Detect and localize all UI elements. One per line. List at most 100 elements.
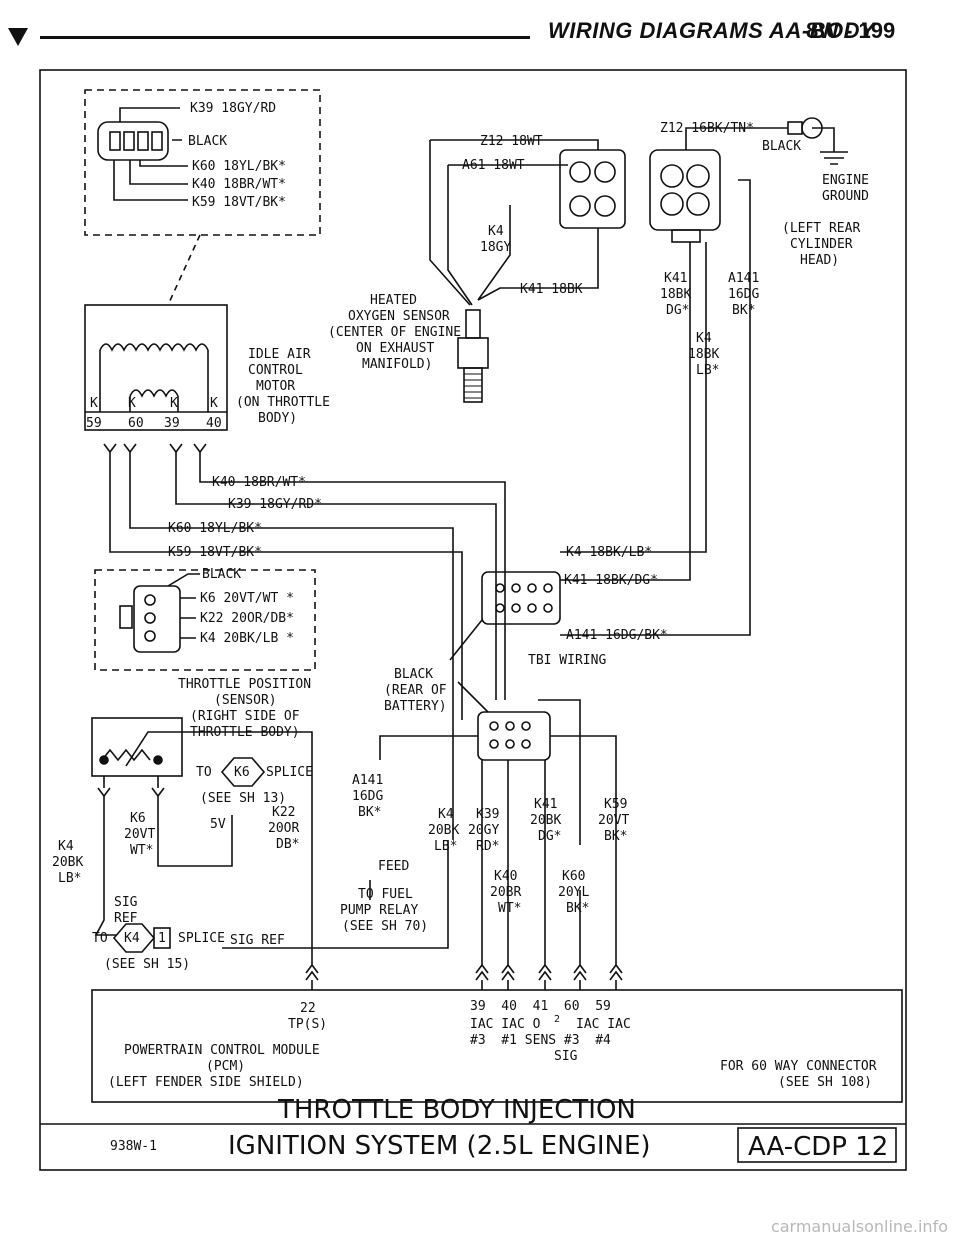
label-k40-top: K40 18BR/WT* [192,177,286,192]
mid-connector-pin [543,583,553,593]
iac-motor-coil-icon [99,343,209,352]
label-tps-3: (RIGHT SIDE OF [190,709,300,724]
connector-note-2: (SEE SH 108) [778,1075,872,1090]
header-rule [40,36,530,39]
connector-note-1: FOR 60 WAY CONNECTOR [720,1059,877,1074]
label-tps-k4: K4 20BK/LB * [200,631,294,646]
label-k4l-1: K4 [58,839,74,854]
connector-chevrons [103,443,207,454]
label-iac-2: CONTROL [248,363,303,378]
label-heated-1: HEATED [370,293,417,308]
label-engine-ground-2: GROUND [822,189,869,204]
black-connector-latch [671,229,701,243]
tps-chevrons [97,787,165,798]
label-k22-1: K22 [272,805,295,820]
wire-k6 [157,796,233,867]
label-a141b-2: 16DG [352,789,383,804]
label-k6-2: 20VT [124,827,155,842]
tps-symbol-box [91,717,183,777]
label-a141-1: A141 [728,271,759,286]
label-c-k60-1: K60 [562,869,585,884]
splice-k6-icon [220,757,266,787]
label-fuel-2: PUMP RELAY [340,903,418,918]
label-c-k40-1: K40 [494,869,517,884]
label-c-k41-1: K41 [534,797,557,812]
label-heated-5: MANIFOLD) [362,357,432,372]
tbi-connector-pin [521,721,531,731]
pcm-pin-drops [311,980,617,990]
pcm-label-2: (PCM) [206,1059,245,1074]
label-c-k41-2: 20BK [530,813,561,828]
iac-motor-coil2-icon [129,389,179,398]
wire-k4-tps [94,796,116,936]
label-k59-top: K59 18VT/BK* [192,195,286,210]
label-c-k39-2: 20GY [468,823,499,838]
label-c-k60-3: BK* [566,901,589,916]
page-number: 8W - 199 [806,18,896,43]
tps-connector-box [94,569,316,671]
mid-connector-pin [495,583,505,593]
pcm-sig: SIG [554,1049,578,1064]
wiring-diagram: K39 18GY/RD BLACK K60 18YL/BK* K40 18BR/… [39,69,907,1171]
label-tbi-wiring: TBI WIRING [528,653,606,668]
label-c-k40-3: WT* [498,901,521,916]
pin-k39-a: K [170,396,178,411]
label-k60-top: K60 18YL/BK* [192,159,286,174]
wire-k4-right [560,242,707,553]
label-k22-3: DB* [276,837,299,852]
ring-terminal-crimp [787,121,803,135]
page-title: WIRING DIAGRAMS AA-BODY [548,18,876,43]
mid-connector-pin [511,603,521,613]
diagram-code: 938W-1 [110,1139,157,1154]
diagram-title-1: THROTTLE BODY INJECTION [277,1095,636,1125]
label-k6-1: K6 [130,811,146,826]
diagram-frame [39,69,907,1171]
label-k41-1: K41 [664,271,687,286]
label-fuel-1: TO FUEL [358,887,413,902]
label-c-k41-3: DG* [538,829,561,844]
label-heated-3: (CENTER OF ENGINE [328,325,461,340]
label-to-k4: TO [92,931,108,946]
pcm-iac-row: IAC IAC O [470,1017,541,1032]
o2-connector-pin [594,195,616,217]
wire-label-k40: K40 18BR/WT* [212,475,306,490]
label-k39-top: K39 18GY/RD [190,101,276,116]
wire-tbi-drops [481,760,617,965]
black-rear-lead [457,681,489,713]
pcm-connector-chevrons [305,963,623,981]
label-heated-2: OXYGEN SENSOR [348,309,450,324]
tbi-connector-pin [489,721,499,731]
tps-connector-pin [144,630,156,642]
label-black-rear-1: BLACK [394,667,433,682]
label-c-k4-2: 20BK [428,823,459,838]
tps-potentiometer-icon [101,731,160,767]
mid-connector-pin [543,603,553,613]
iac-connector-body [97,121,169,161]
o2-sensor-thread [463,367,483,403]
label-k4l-3: LB* [58,871,81,886]
o2-sensor-thread-icon [464,373,482,399]
label-a141b-3: BK* [358,805,381,820]
wire-label-k60: K60 18YL/BK* [168,521,262,536]
black-connector-body [649,149,721,231]
label-k4-lb-1: K4 [696,331,712,346]
wire-k4-gy [477,205,511,301]
label-black-top: BLACK [188,134,227,149]
iac-connector-pin [137,131,149,151]
mid-connector-pin [527,583,537,593]
o2-connector-pin [569,195,591,217]
wire-a141-right [560,179,751,636]
label-k41-3: DG* [666,303,689,318]
o2-sensor-neck [465,309,481,339]
pcm-o2-subscript: 2 [554,1014,560,1025]
wire-tbi-right [538,699,617,890]
watermark: carmanualsonline.info [770,1217,948,1236]
iac-connector-wires [113,107,188,201]
label-z12-bk: Z12 16BK/TN* [660,121,754,136]
wire-k41-right [560,242,691,581]
label-one-box: 1 [158,931,166,946]
pcm-pin-22: 22 [300,1001,316,1016]
label-a141-3: BK* [732,303,755,318]
wire-k40 [199,452,506,700]
label-engine-ground-1: ENGINE [822,173,869,188]
